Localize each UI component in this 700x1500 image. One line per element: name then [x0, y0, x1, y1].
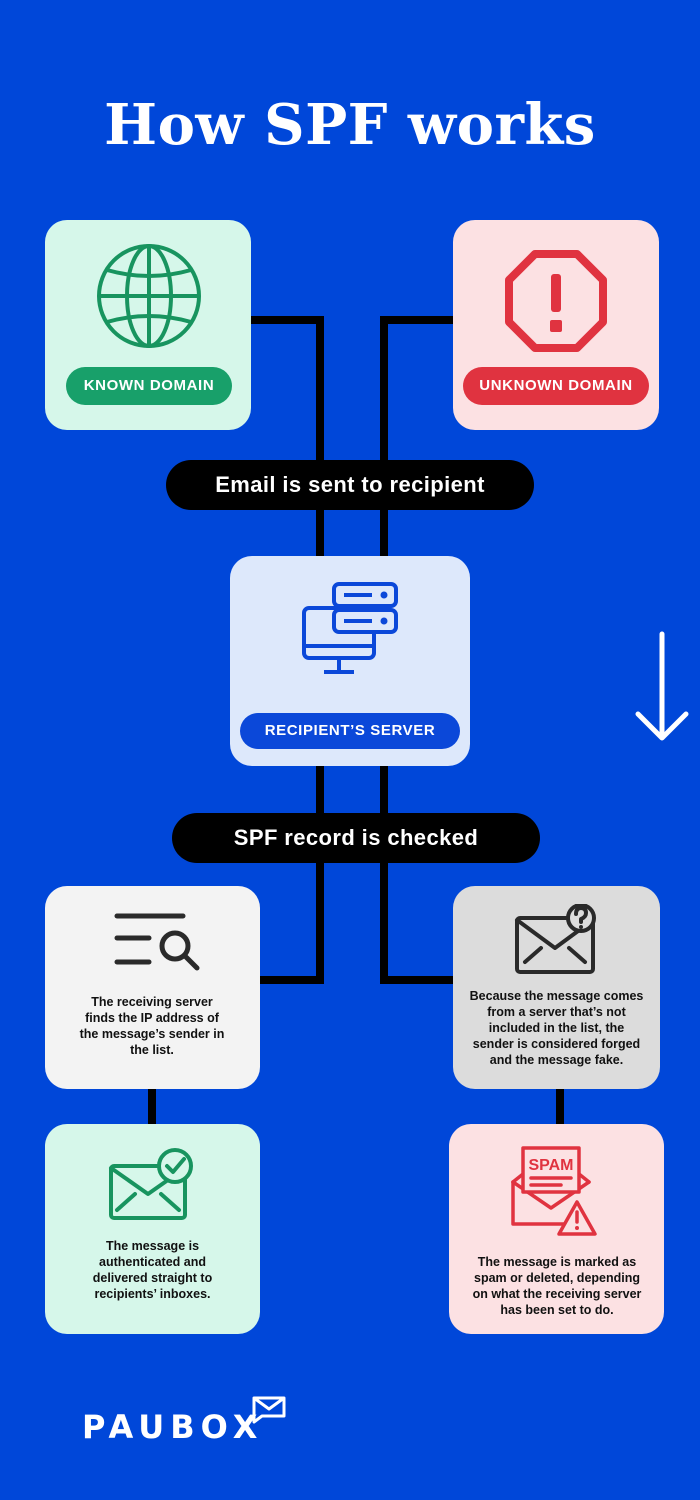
connector-line: [380, 976, 454, 984]
connector-line: [148, 1088, 156, 1124]
connector-line: [380, 316, 388, 556]
spam-badge: SPAM: [528, 1157, 573, 1174]
known-domain-label: KNOWN DOMAIN: [66, 367, 232, 405]
envelope-check-icon: [109, 1148, 193, 1220]
connector-line: [316, 766, 324, 984]
spam-card: SPAM The message is marked as spam or de…: [449, 1124, 664, 1334]
sender-found-text: The receiving server finds the IP addres…: [79, 995, 225, 1057]
connector-line: [380, 316, 454, 324]
spam-text: The message is marked as spam or deleted…: [472, 1255, 642, 1317]
down-arrow-icon: [635, 631, 689, 741]
step-spf-checked: SPF record is checked: [172, 813, 540, 863]
sender-forged-text: Because the message comes from a server …: [469, 989, 644, 1067]
spam-envelope-icon: SPAM: [511, 1146, 597, 1236]
connector-line: [380, 766, 388, 984]
unknown-domain-card: UNKNOWN DOMAIN: [453, 220, 659, 430]
sender-found-card: The receiving server finds the IP addres…: [45, 886, 260, 1089]
envelope-question-icon: [515, 904, 596, 974]
authenticated-text: The message is authenticated and deliver…: [92, 1239, 213, 1301]
globe-icon: [97, 244, 201, 348]
connector-line: [258, 976, 324, 984]
server-monitor-icon: [302, 582, 398, 674]
recipient-server-card: RECIPIENT’S SERVER: [230, 556, 470, 766]
sender-forged-card: Because the message comes from a server …: [453, 886, 660, 1089]
brand-logo: PAUBOX: [82, 1408, 263, 1446]
known-domain-card: KNOWN DOMAIN: [45, 220, 251, 430]
page-title: How SPF works: [104, 92, 596, 158]
brand-name: PAUBOX: [82, 1408, 264, 1446]
stop-warning-icon: [505, 250, 607, 352]
recipient-server-label: RECIPIENT’S SERVER: [240, 713, 460, 749]
connector-line: [316, 316, 324, 556]
unknown-domain-label: UNKNOWN DOMAIN: [463, 367, 649, 405]
connector-line: [250, 316, 324, 324]
authenticated-card: The message is authenticated and deliver…: [45, 1124, 260, 1334]
search-list-icon: [114, 913, 200, 971]
step-email-sent: Email is sent to recipient: [166, 460, 534, 510]
envelope-logo-icon: [252, 1396, 286, 1424]
connector-line: [556, 1088, 564, 1124]
